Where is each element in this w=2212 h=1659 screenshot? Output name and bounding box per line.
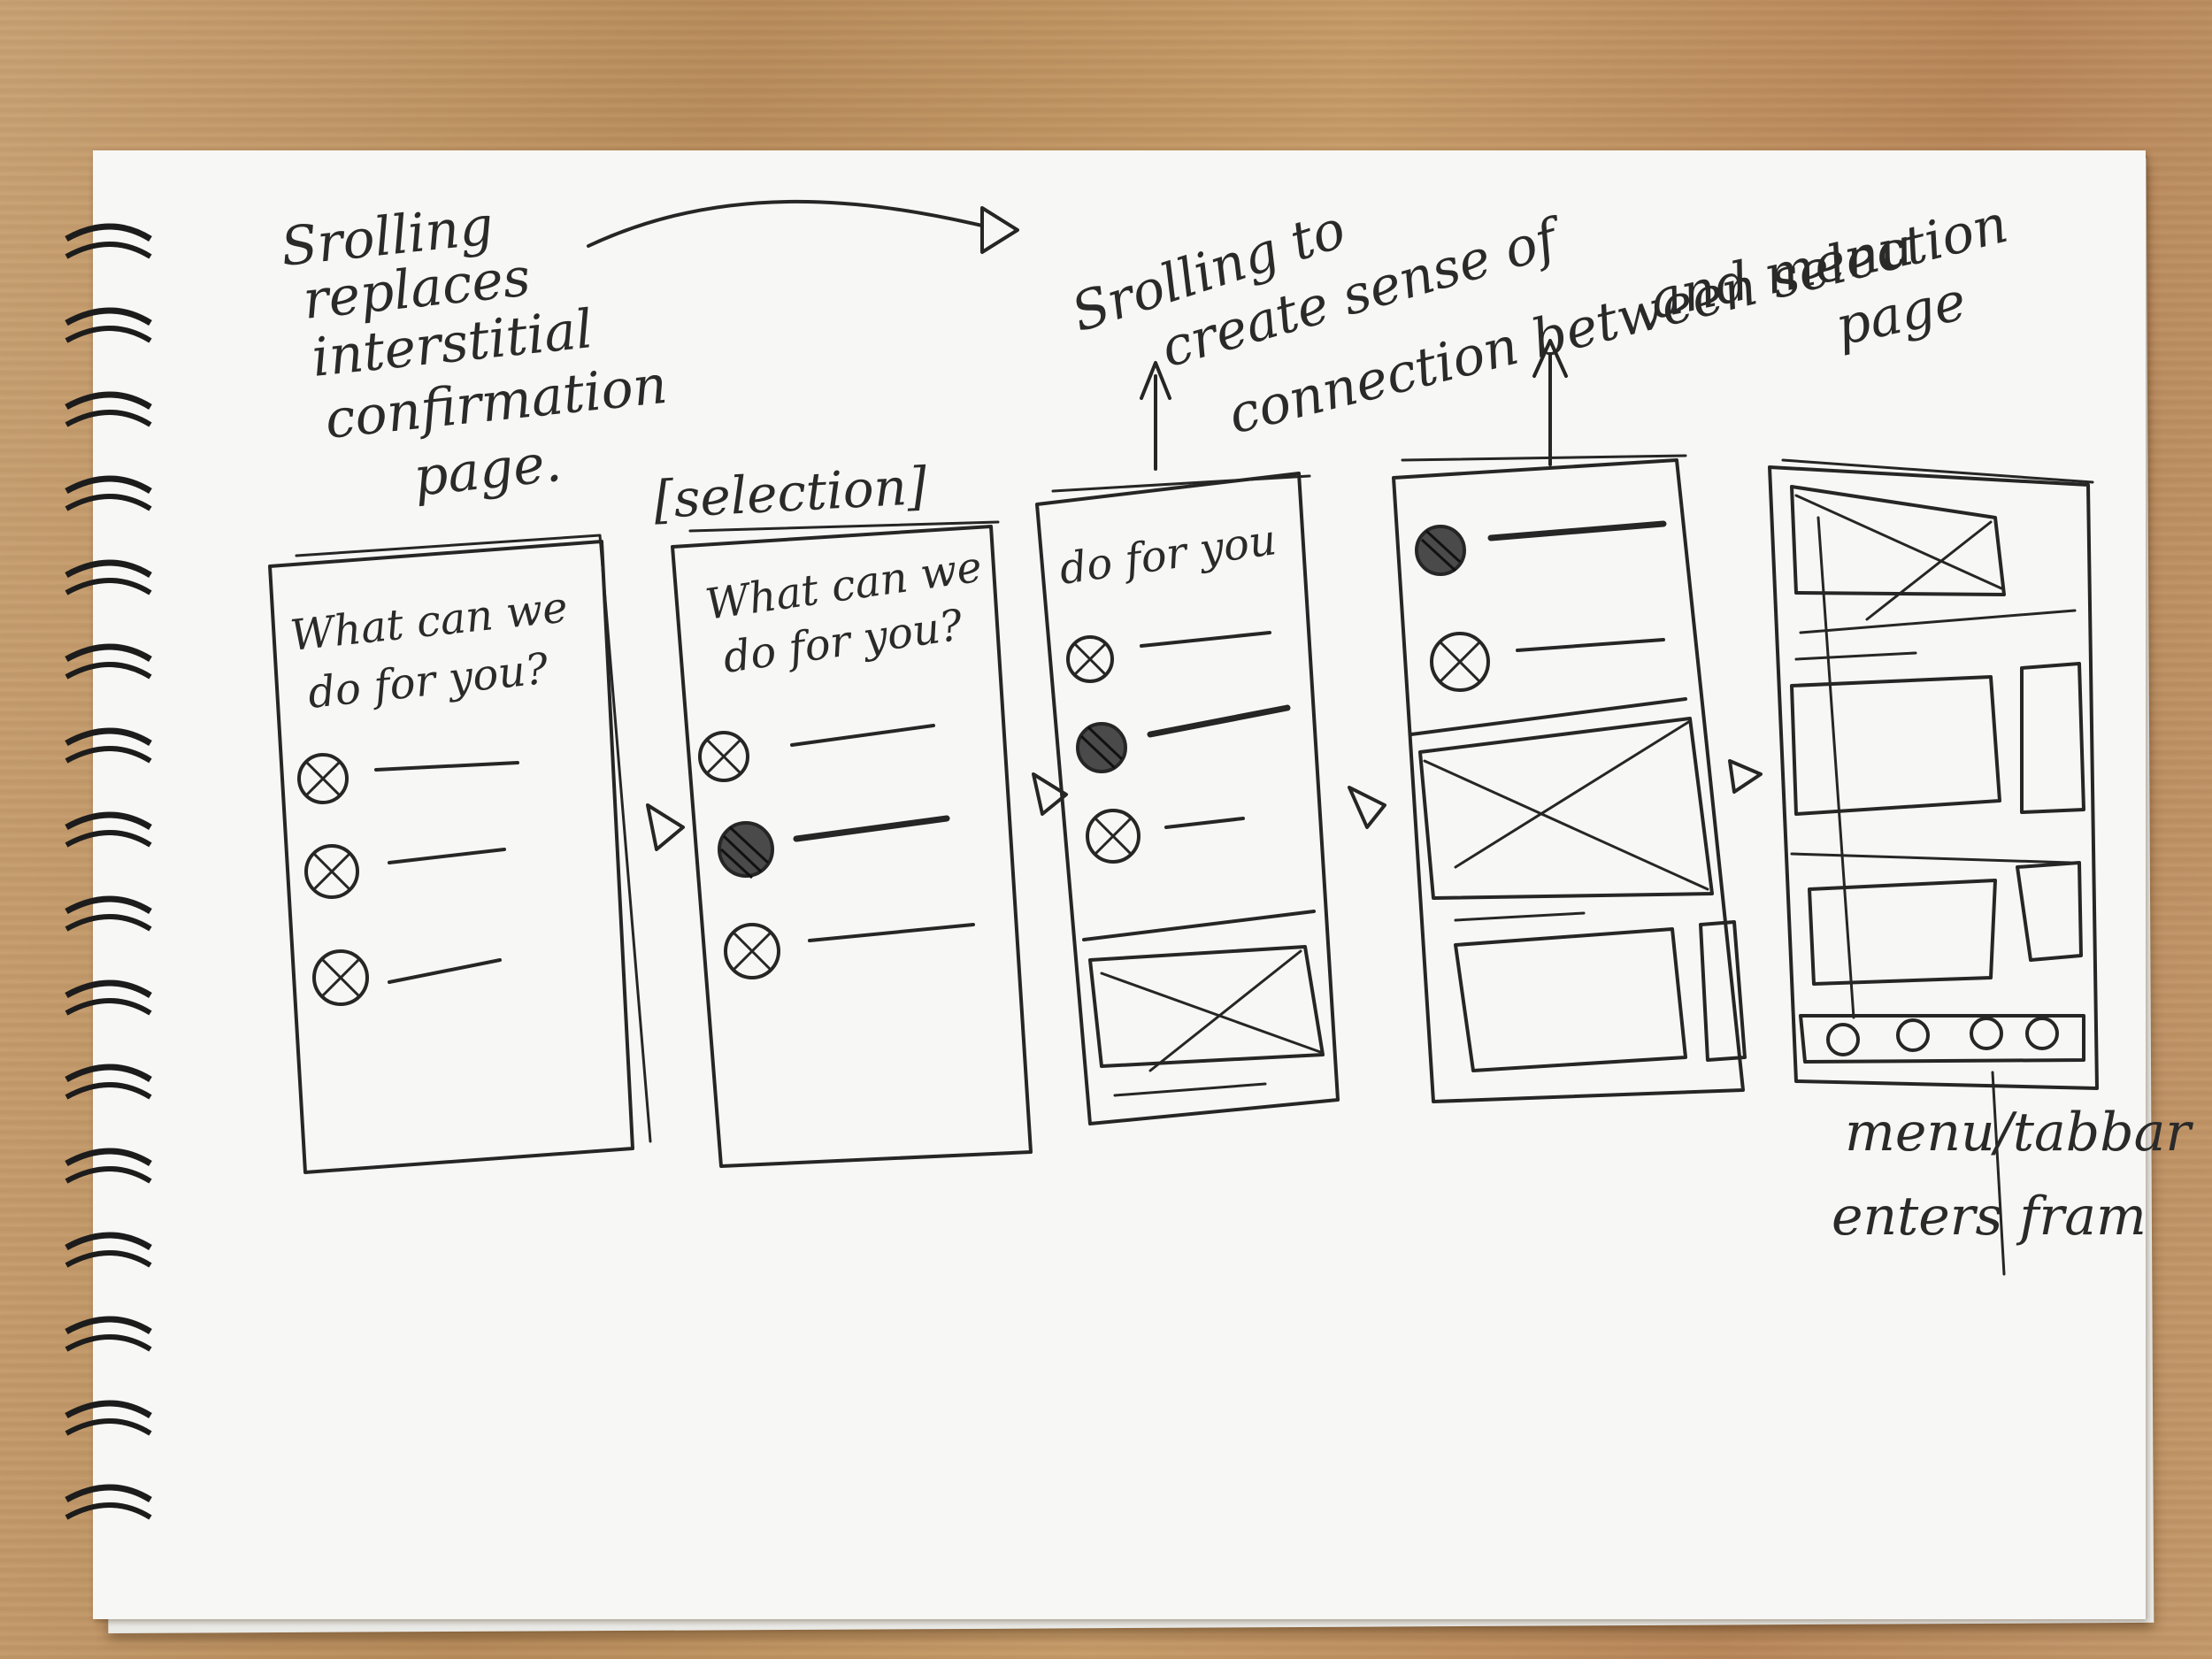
option-icon	[1430, 632, 1490, 692]
option-line-selected	[793, 815, 950, 842]
option-line	[1164, 817, 1245, 829]
option-icon	[297, 753, 349, 804]
option-icon	[304, 844, 359, 899]
card-placeholder	[1790, 675, 2001, 816]
option-icon	[724, 923, 780, 979]
tab-icon	[1970, 1017, 2003, 1050]
image-placeholder	[1088, 945, 1325, 1072]
screen-4-wireframe	[1392, 454, 1747, 1103]
option-selected-icon	[1415, 525, 1466, 576]
tab-bar	[1799, 1014, 2085, 1064]
note-scrolling-to: Srolling to create sense of connection b…	[1064, 193, 2014, 447]
content-divider	[1409, 697, 1687, 736]
option-line	[790, 724, 935, 747]
note-line: page.	[411, 432, 565, 509]
screen-3-wireframe: do for you	[1035, 472, 1340, 1125]
arrow-right-icon	[1032, 772, 1068, 816]
card-placeholder	[1699, 920, 1747, 1062]
card-placeholder	[2020, 662, 2085, 814]
arrow-right-icon	[646, 803, 685, 851]
option-line	[388, 958, 502, 984]
arrow-up-icon	[1140, 361, 1171, 471]
content-line	[1454, 911, 1586, 922]
option-selected-icon	[718, 821, 774, 879]
arrow-right-icon	[587, 199, 1019, 254]
content-line	[1113, 1082, 1267, 1097]
image-placeholder	[1418, 717, 1714, 900]
arrow-up-icon	[1532, 339, 1568, 466]
note-line: enters fram	[1832, 1186, 2147, 1248]
image-placeholder	[1790, 485, 2006, 621]
tab-icon	[2025, 1017, 2059, 1050]
option-selected-icon	[1076, 722, 1127, 773]
option-line	[388, 848, 506, 864]
option-line	[1140, 631, 1271, 648]
arrow-right-icon	[1728, 759, 1763, 794]
tab-icon	[1896, 1018, 1930, 1052]
note-line: menu/tabbar	[1845, 1102, 2193, 1164]
option-line-selected	[1487, 520, 1667, 541]
content-divider	[1082, 910, 1316, 941]
option-line-selected	[1147, 704, 1291, 738]
option-icon	[312, 949, 369, 1006]
content-line	[1799, 609, 2077, 634]
note-scrolling-replaces: Srolling replaces interstitial confirmat…	[278, 195, 670, 509]
pointer-line	[1991, 1071, 2006, 1276]
spiral-binding	[65, 223, 152, 1520]
screen-2-wireframe: What can we do for you?	[671, 520, 1033, 1168]
note-menu-tabbar: menu/tabbar enters fram	[1832, 1071, 2193, 1276]
content-line	[1816, 516, 1855, 1019]
card-placeholder	[1808, 879, 1997, 986]
option-icon	[1086, 809, 1141, 864]
sketchbook-page	[93, 150, 2146, 1619]
option-line	[1516, 638, 1665, 652]
tab-icon	[1826, 1023, 1860, 1056]
card-placeholder	[1454, 927, 1687, 1072]
screen-5-wireframe	[1768, 458, 2099, 1090]
screen-title: do for you	[1056, 515, 1279, 595]
arrow-right-icon	[1348, 786, 1386, 829]
option-icon	[698, 731, 749, 782]
screen-1-wireframe: What can we do for you?	[268, 534, 652, 1174]
option-icon	[1066, 635, 1114, 683]
option-line	[374, 761, 519, 772]
option-line	[808, 923, 975, 942]
content-line	[1794, 651, 1917, 661]
card-placeholder	[2016, 861, 2083, 962]
selection-label: [selection]	[652, 456, 928, 530]
content-line	[1790, 852, 2072, 864]
